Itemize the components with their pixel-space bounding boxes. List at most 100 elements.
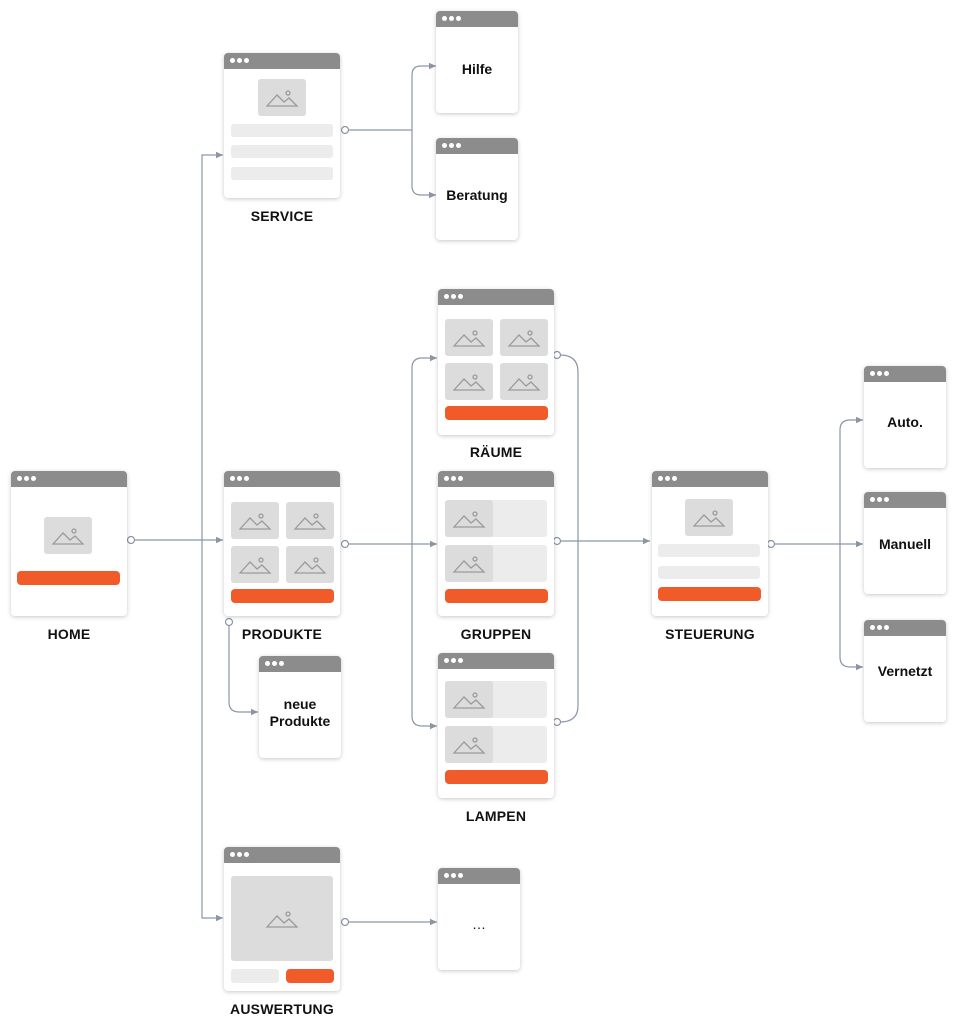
image-icon [51,527,85,545]
image-icon [452,691,486,709]
window-titlebar [438,653,554,669]
connector-service-beratung [411,130,436,199]
image-placeholder [258,79,306,116]
window-titlebar [438,471,554,487]
content-line [231,145,333,158]
hilfe-page-window: Hilfe [436,11,518,113]
label-produkte: PRODUKTE [241,626,323,642]
port-raeume-out [552,350,562,360]
cta-button [286,969,334,983]
page-title-vernetzt: Vernetzt [877,663,933,679]
cta-button [17,571,120,585]
window-titlebar [224,471,340,487]
page-title-line: neue [283,696,317,712]
port-produkte-out [340,539,350,549]
page-title-beratung: Beratung [446,187,508,203]
page-title-neue-produkte: neue Produkte [259,696,341,730]
image-placeholder [445,500,493,537]
window-titlebar [11,471,127,487]
window-titlebar [436,11,518,27]
image-icon [507,373,541,391]
connector-home-trunk [201,154,210,919]
label-gruppen: GRUPPEN [460,626,532,642]
page-title-hilfe: Hilfe [461,61,493,77]
connector-steuerung-vernetzt [839,544,863,671]
image-placeholder [685,499,733,536]
cta-button [445,589,548,603]
image-icon [238,556,272,574]
image-icon [452,373,486,391]
label-lampen: LAMPEN [465,808,527,824]
image-placeholder [445,681,493,718]
content-line [231,167,333,180]
steuerung-page-window [652,471,768,616]
produkte-page-window [224,471,340,616]
connector-produkte-lampen [411,544,437,730]
image-icon [507,329,541,347]
image-placeholder [500,319,548,356]
connector-produkte-neue [228,622,258,716]
port-gruppen-out [552,536,562,546]
neue-produkte-page-window: neue Produkte [259,656,341,758]
page-title-ellipsis: … [472,916,486,932]
window-titlebar [224,53,340,69]
window-titlebar [259,656,341,672]
cta-button [445,406,548,420]
raeume-page-window [438,289,554,435]
image-placeholder [231,502,279,539]
image-icon [452,555,486,573]
image-icon [265,89,299,107]
image-icon [293,556,327,574]
image-icon [293,512,327,530]
port-steuerung-out [766,539,776,549]
vernetzt-page-window: Vernetzt [864,620,946,722]
image-icon [452,510,486,528]
content-line [658,566,760,579]
image-icon [265,910,299,928]
port-produkte-bottom [224,617,234,627]
image-placeholder-large [231,876,333,961]
label-home: HOME [47,626,91,642]
image-placeholder [445,319,493,356]
port-lampen-out [552,717,562,727]
image-placeholder [286,502,334,539]
label-auswertung: AUSWERTUNG [230,1001,334,1017]
page-title-auto: Auto. [887,414,923,430]
content-line [231,124,333,137]
image-placeholder [44,517,92,554]
window-titlebar [438,289,554,305]
label-raeume: RÄUME [469,444,523,460]
cta-button [445,770,548,784]
window-titlebar [438,868,520,884]
content-line [231,969,279,983]
label-service: SERVICE [250,208,314,224]
label-steuerung: STEUERUNG [665,626,755,642]
window-titlebar [864,366,946,382]
page-title-line: Produkte [269,713,331,729]
home-page-window [11,471,127,616]
auto-page-window: Auto. [864,366,946,468]
image-icon [238,512,272,530]
window-titlebar [864,492,946,508]
image-icon [452,736,486,754]
image-placeholder [231,546,279,583]
image-placeholder [286,546,334,583]
ellipsis-page-window: … [438,868,520,970]
port-home-out [126,535,136,545]
cta-button [231,589,334,603]
port-service-out [340,125,350,135]
connector-raeume-right [559,354,579,723]
port-auswertung-out [340,917,350,927]
lampen-page-window [438,653,554,798]
window-titlebar [864,620,946,636]
image-placeholder [445,726,493,763]
image-placeholder [445,545,493,582]
manuell-page-window: Manuell [864,492,946,594]
window-titlebar [224,847,340,863]
connector-steuerung-auto [839,416,863,544]
content-line [658,544,760,557]
beratung-page-window: Beratung [436,138,518,240]
page-title-manuell: Manuell [878,536,932,552]
auswertung-page-window [224,847,340,991]
